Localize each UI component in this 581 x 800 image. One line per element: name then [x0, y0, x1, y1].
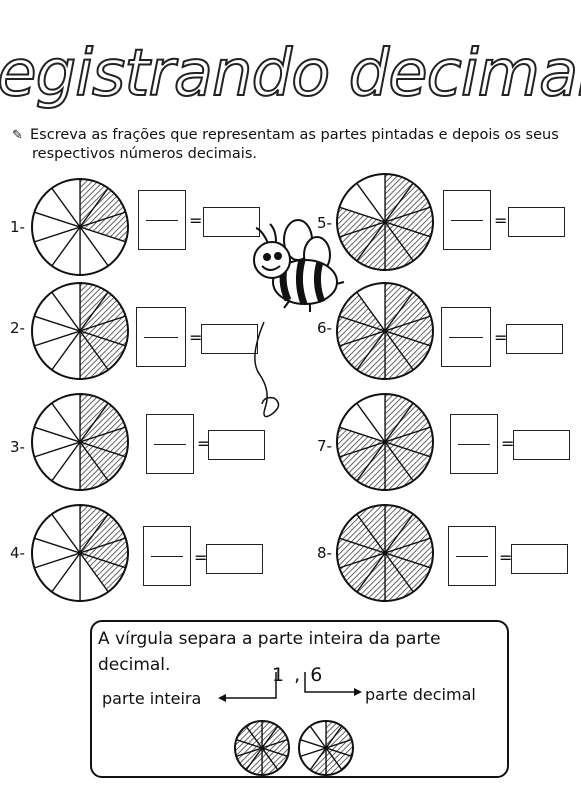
fraction-bar	[458, 444, 490, 445]
example-pie	[298, 720, 354, 776]
fraction-pie	[31, 282, 129, 380]
fraction-bar	[146, 220, 178, 221]
equals-sign: =	[494, 328, 508, 347]
equals-sign: =	[494, 211, 508, 230]
fraction-bar	[449, 337, 483, 338]
bee-illustration	[253, 219, 345, 418]
fraction-answer-box[interactable]	[138, 190, 186, 250]
integer-part-label: parte inteira	[102, 689, 202, 708]
fraction-pie	[31, 393, 129, 491]
equals-sign: =	[194, 548, 208, 567]
exercise-number: 5-	[317, 214, 332, 232]
exercise-number: 8-	[317, 544, 332, 562]
note-box: A vírgula separa a parte inteira da part…	[90, 620, 509, 778]
exercise-number: 7-	[317, 437, 332, 455]
decimal-answer-box[interactable]	[511, 544, 568, 574]
integer-arrow	[226, 672, 277, 699]
decimal-answer-box[interactable]	[506, 324, 563, 354]
exercise-number: 2-	[10, 319, 25, 337]
fraction-bar	[151, 556, 183, 557]
pencil-icon: ✎	[12, 128, 23, 143]
fraction-pie	[31, 504, 129, 602]
decimal-answer-box[interactable]	[508, 207, 565, 237]
note-diagram	[218, 672, 362, 776]
equals-sign: =	[197, 434, 211, 453]
exercise-number: 1-	[10, 218, 25, 236]
title-text: Registrando decimais	[0, 37, 581, 111]
fraction-answer-box[interactable]	[146, 414, 194, 474]
exercise-number: 3-	[10, 438, 25, 456]
fraction-bar	[144, 337, 178, 338]
fraction-pie	[336, 504, 434, 602]
exercise-number: 4-	[10, 544, 25, 562]
worksheet-title: Registrando decimais	[0, 36, 581, 112]
decimal-part-label: parte decimal	[365, 685, 476, 704]
decimal-answer-box[interactable]	[203, 207, 260, 237]
fraction-bar	[456, 556, 488, 557]
example-number: 1 , 6	[272, 664, 325, 686]
fraction-pie	[336, 393, 434, 491]
fraction-answer-box[interactable]	[143, 526, 191, 586]
fraction-answer-box[interactable]	[448, 526, 496, 586]
instruction-line-1: Escreva as frações que representam as pa…	[30, 127, 559, 143]
instruction: ✎ Escreva as frações que representam as p…	[12, 126, 572, 164]
fraction-answer-box[interactable]	[450, 414, 498, 474]
equals-sign: =	[501, 434, 515, 453]
fraction-answer-box[interactable]	[443, 190, 491, 250]
note-text: A vírgula separa a parte inteira da part…	[98, 629, 441, 675]
fraction-pie	[336, 173, 434, 271]
equals-sign: =	[189, 211, 203, 230]
decimal-answer-box[interactable]	[201, 324, 258, 354]
decimal-answer-box[interactable]	[513, 430, 570, 460]
fraction-answer-box[interactable]	[136, 307, 186, 367]
equals-sign: =	[499, 548, 513, 567]
fraction-bar	[451, 220, 483, 221]
decimal-arrow	[304, 672, 354, 693]
fraction-pie	[31, 178, 129, 276]
example-pie	[234, 720, 290, 776]
fraction-pie	[336, 282, 434, 380]
exercise-number: 6-	[317, 319, 332, 337]
fraction-bar	[154, 444, 186, 445]
decimal-answer-box[interactable]	[206, 544, 263, 574]
instruction-line-2: respectivos números decimais.	[32, 146, 257, 162]
equals-sign: =	[189, 328, 203, 347]
fraction-answer-box[interactable]	[441, 307, 491, 367]
decimal-answer-box[interactable]	[208, 430, 265, 460]
